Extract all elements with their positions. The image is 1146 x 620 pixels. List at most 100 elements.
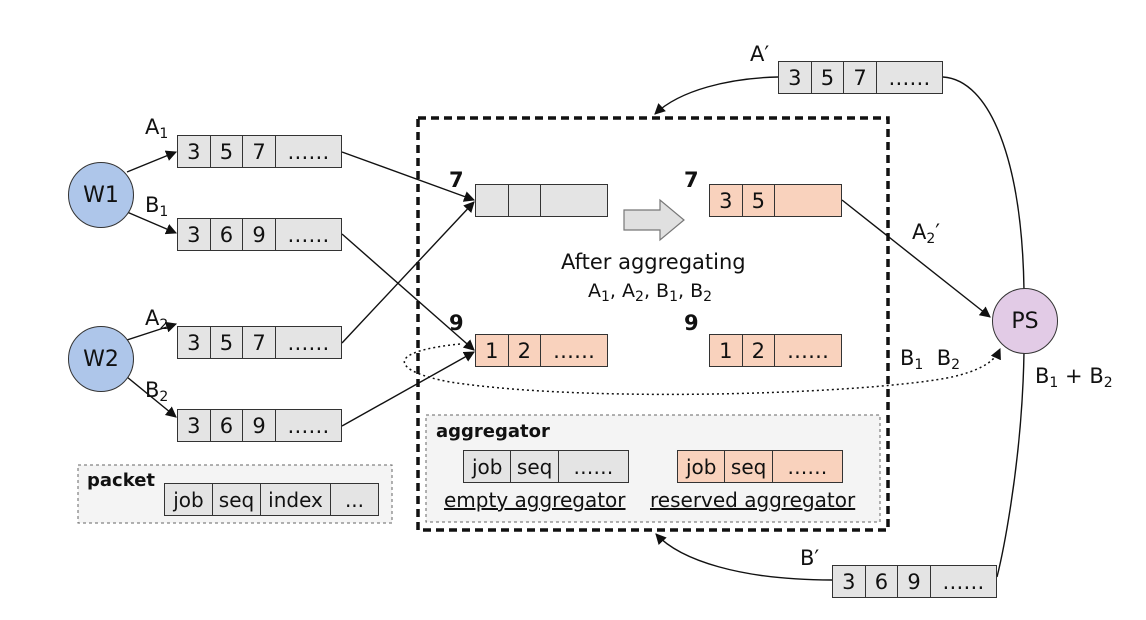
packet-cell: …… [287, 222, 330, 247]
switch-outline [416, 116, 890, 532]
worker-label: W2 [83, 346, 119, 372]
packet-cell: 6 [211, 219, 244, 250]
packet-cell: 6 [866, 566, 899, 597]
packet-a1: 3 5 7 …… [177, 135, 342, 168]
legend-cell: ... [344, 487, 365, 512]
legend-cell: …… [787, 454, 828, 479]
packet-cell: 7 [243, 327, 276, 358]
aggregating-caption: After aggregating [561, 250, 746, 274]
edge-a2-agg7 [341, 201, 475, 344]
packet-cell: 7 [844, 62, 877, 93]
packet-cell: 3 [178, 410, 211, 441]
aggregator-cell: 2 [743, 335, 776, 366]
aggregator-cell: 1 [476, 335, 509, 366]
aggregator-index-9-before: 9 [449, 311, 464, 335]
aggregator-cell: 3 [710, 185, 743, 216]
packet-label-a2: A2 [145, 306, 169, 333]
legend-cell: seq [725, 451, 773, 482]
legend-packet: job seq index ... [164, 483, 379, 516]
packet-cell: …… [287, 330, 330, 355]
packet-cell: 9 [243, 219, 276, 250]
parameter-server-node: PS [992, 288, 1058, 354]
legend-aggregator-title: aggregator [436, 421, 550, 442]
edge-b2-agg9 [341, 351, 475, 427]
edge-a1-agg7 [341, 151, 476, 202]
aggregator-7-after: 3 5 [709, 184, 842, 217]
packet-cell: 9 [243, 410, 276, 441]
after-arrow [623, 198, 685, 242]
edge-label-b-sum: B1 + B2 [1035, 364, 1113, 391]
aggregator-index-9-after: 9 [684, 311, 699, 335]
legend-cell: job [464, 451, 512, 482]
packet-cell: 3 [178, 136, 211, 167]
worker-label: W1 [83, 182, 119, 208]
edge-w2-b2 [126, 376, 177, 418]
packet-cell: …… [287, 413, 330, 438]
packet-a2: 3 5 7 …… [177, 326, 342, 359]
packet-cell: 5 [211, 327, 244, 358]
packet-cell: 3 [833, 566, 866, 597]
packet-label-b2: B2 [145, 378, 169, 405]
legend-reserved-caption: reserved aggregator [650, 488, 856, 512]
edge-b1-agg9 [341, 233, 475, 351]
packet-label-aprime: A′ [750, 42, 770, 66]
edge-ps-aprime [942, 76, 1025, 291]
packet-cell: 5 [812, 62, 845, 93]
packet-cell: 3 [178, 219, 211, 250]
worker-node-w1: W1 [68, 162, 134, 228]
edge-dotted-loop [403, 343, 1001, 396]
packet-cell: 5 [211, 136, 244, 167]
packet-b1: 3 6 9 …… [177, 218, 342, 251]
edge-aprime-switch [654, 76, 779, 115]
ps-label: PS [1011, 308, 1039, 334]
aggregator-cell [476, 185, 509, 216]
legend-packet-title: packet [87, 470, 156, 491]
legend-cell: seq [213, 484, 261, 515]
legend-cell: …… [573, 454, 614, 479]
aggregator-cell: 2 [509, 335, 542, 366]
edge-w1-b1 [126, 211, 178, 235]
packet-label-a1: A1 [145, 115, 169, 142]
packet-cell: 3 [178, 327, 211, 358]
edge-w1-a1 [126, 150, 178, 173]
packet-cell: …… [287, 139, 330, 164]
aggregator-7-before [475, 184, 608, 217]
legend-empty-caption: empty aggregator [444, 488, 626, 512]
aggregator-cell: 5 [743, 185, 776, 216]
aggregator-9-after: 1 2 …… [709, 334, 842, 367]
aggregator-index-7-after: 7 [684, 168, 699, 192]
aggregating-terms: A1, A2, B1, B2 [588, 280, 713, 305]
legend-cell: job [165, 484, 213, 515]
packet-cell: 6 [211, 410, 244, 441]
legend-cell: seq [511, 451, 559, 482]
edge-label-b-dotted: B1 B2 [900, 346, 961, 373]
packet-cell: 9 [898, 566, 931, 597]
edge-ps-bprime [996, 351, 1025, 578]
aggregator-cell: 1 [710, 335, 743, 366]
edge-w2-a2 [126, 321, 178, 341]
packet-b2: 3 6 9 …… [177, 409, 342, 442]
aggregator-cell: …… [787, 338, 830, 363]
legend-cell: index [261, 484, 331, 515]
edge-bprime-switch [655, 533, 833, 581]
legend-cell: job [678, 451, 726, 482]
edge-label-a2-prime: A2′ [912, 220, 941, 247]
packet-cell: 3 [779, 62, 812, 93]
packet-label-bprime: B′ [800, 546, 820, 570]
packet-bprime: 3 6 9 …… [832, 565, 997, 598]
aggregator-cell: …… [553, 338, 596, 363]
packet-label-b1: B1 [145, 193, 169, 220]
packet-cell: …… [888, 65, 931, 90]
packet-aprime: 3 5 7 …… [778, 61, 943, 94]
legend-reserved-aggregator: job seq …… [677, 450, 843, 483]
packet-cell: …… [942, 569, 985, 594]
aggregator-9-before: 1 2 …… [475, 334, 608, 367]
legend-empty-aggregator: job seq …… [463, 450, 629, 483]
aggregator-cell [541, 185, 607, 216]
aggregator-cell [775, 185, 841, 216]
aggregator-index-7-before: 7 [449, 168, 464, 192]
packet-cell: 7 [243, 136, 276, 167]
edge-agg7-ps [841, 199, 991, 318]
